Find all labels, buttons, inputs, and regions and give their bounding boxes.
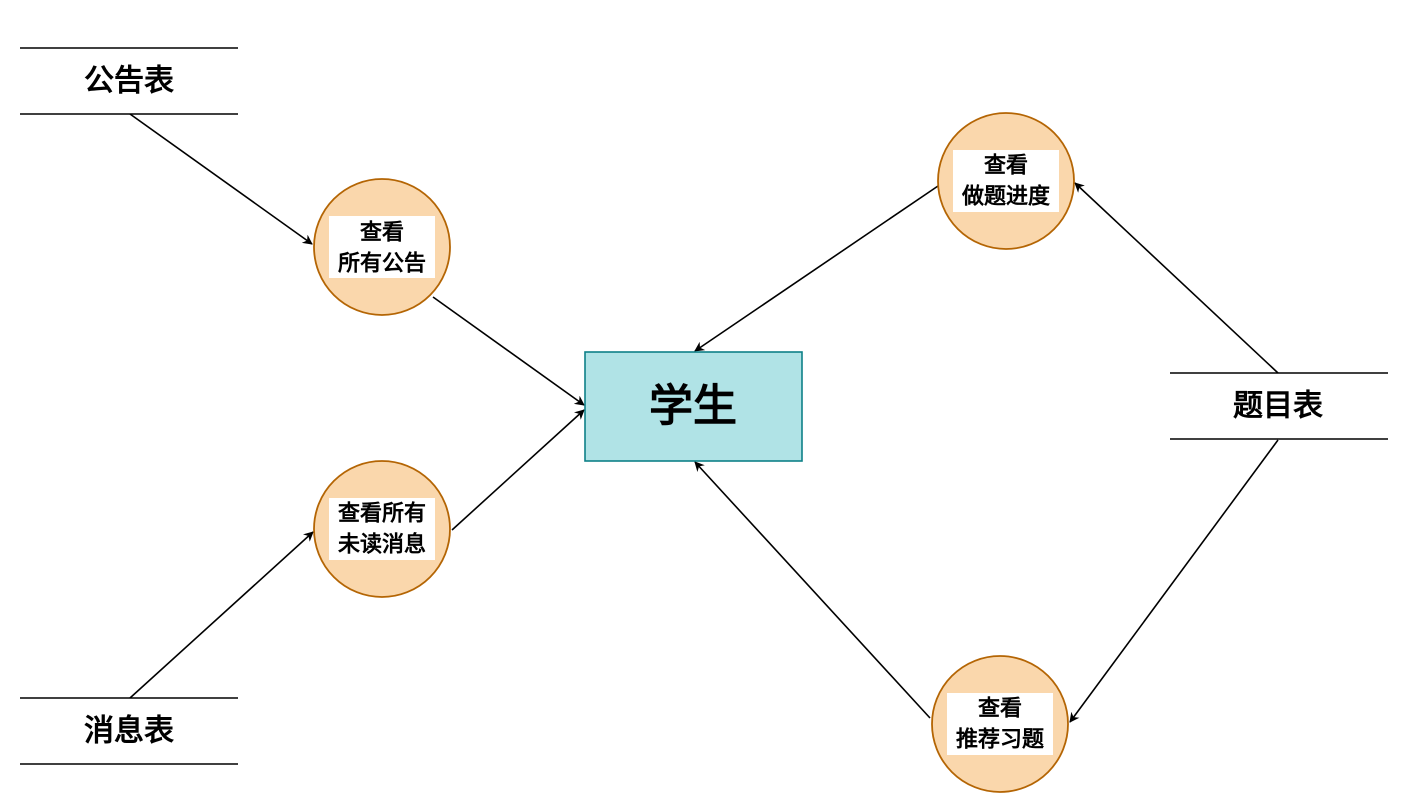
flow-arrows <box>129 113 1279 723</box>
arrow-questions-to-view-recommended <box>1069 439 1279 723</box>
process-label-line1: 查看所有 <box>338 501 426 527</box>
process-view-unread-messages[interactable]: 查看所有 未读消息 <box>313 460 451 598</box>
arrow-view-progress-to-student <box>694 185 939 352</box>
data-store-questions[interactable]: 题目表 <box>1170 372 1388 440</box>
entity-label: 学生 <box>649 381 737 432</box>
arrow-announcements-to-view-announcements <box>129 113 313 245</box>
arrow-view-recommended-to-student <box>694 461 931 719</box>
arrow-messages-to-view-unread <box>129 531 314 699</box>
arrow-view-announcements-to-student <box>432 296 585 406</box>
process-label-line2: 所有公告 <box>338 251 426 277</box>
process-label-line2: 未读消息 <box>338 532 426 558</box>
process-label-background <box>329 498 435 560</box>
process-label-line1: 查看 <box>978 697 1022 722</box>
data-store-messages[interactable]: 消息表 <box>20 697 238 765</box>
process-label-line1: 查看 <box>984 154 1028 179</box>
data-store-announcements[interactable]: 公告表 <box>20 47 238 115</box>
process-label-background <box>947 693 1053 755</box>
process-label-line2: 推荐习题 <box>956 727 1045 753</box>
arrow-view-unread-to-student <box>451 409 585 531</box>
process-label-background <box>329 216 435 278</box>
process-label-background <box>953 150 1059 212</box>
data-store-label: 公告表 <box>84 64 174 99</box>
arrow-questions-to-view-progress <box>1074 182 1279 374</box>
process-label-line2: 做题进度 <box>961 184 1051 210</box>
data-store-label: 消息表 <box>84 714 174 749</box>
entity-box <box>584 351 803 462</box>
process-view-progress[interactable]: 查看 做题进度 <box>937 112 1075 250</box>
entity-student[interactable]: 学生 <box>584 351 803 462</box>
process-label-line1: 查看 <box>360 221 404 246</box>
process-view-recommended-exercises[interactable]: 查看 推荐习题 <box>931 655 1069 793</box>
data-store-label: 题目表 <box>1233 389 1323 424</box>
process-view-announcements[interactable]: 查看 所有公告 <box>313 178 451 316</box>
